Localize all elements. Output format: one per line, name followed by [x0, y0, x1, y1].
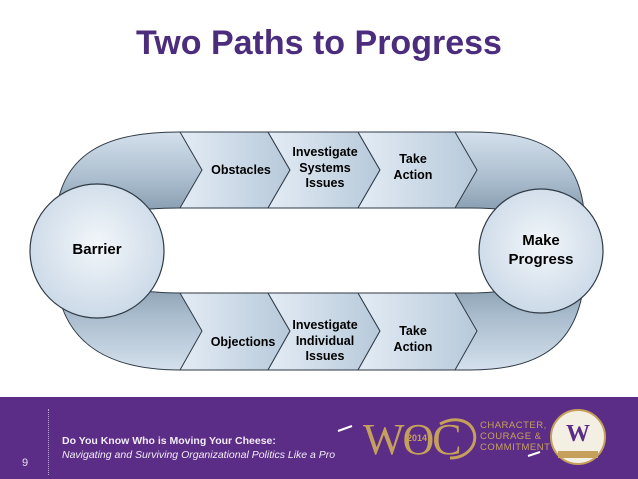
- page-number: 9: [22, 457, 29, 469]
- conference-badge-icon: W: [550, 409, 606, 465]
- process-diagram: [29, 131, 604, 371]
- bottom-chevron-take-action: [357, 292, 478, 371]
- top-chevron-take-action: [357, 131, 478, 209]
- footer-subtitle-line2: Navigating and Surviving Organizational …: [62, 449, 336, 461]
- top-step-investigate-line3: Issues: [305, 176, 345, 191]
- progress-label-line2: Progress: [508, 250, 574, 268]
- bottom-step-objections: Objections: [210, 335, 276, 349]
- top-step-take-action: Take Action: [378, 152, 448, 183]
- progress-node-shape: [478, 188, 604, 314]
- badge-ribbon: [558, 451, 598, 458]
- tagline-line2: COURAGE &: [480, 431, 542, 442]
- top-step-investigate-line2: Systems: [299, 160, 351, 175]
- bottom-step-investigate-line3: Issues: [305, 349, 345, 364]
- barrier-label: Barrier: [72, 241, 122, 258]
- top-step-investigate: Investigate Systems Issues: [283, 145, 367, 192]
- woc-logo-year: 2014: [407, 433, 428, 443]
- footer-divider: [48, 409, 49, 475]
- barrier-node-shape: [29, 183, 165, 319]
- badge-letter: W: [566, 421, 590, 447]
- top-step-obstacles: Obstacles: [211, 163, 271, 177]
- woc-logo: WOC: [363, 415, 462, 464]
- progress-label: Make Progress: [491, 232, 591, 270]
- progress-label-line1: Make: [522, 232, 560, 249]
- bottom-step-investigate: Investigate Individual Issues: [283, 318, 367, 365]
- top-step-take-action-line1: Take: [399, 152, 427, 166]
- top-step-investigate-line1: Investigate: [292, 145, 358, 159]
- tagline-line1: CHARACTER,: [480, 420, 547, 431]
- footer-bar: 9 Do You Know Who is Moving Your Cheese:…: [0, 397, 638, 479]
- bottom-step-take-action: Take Action: [378, 324, 448, 355]
- top-step-take-action-line2: Action: [393, 167, 433, 182]
- slide-title: Two Paths to Progress: [136, 24, 502, 62]
- bottom-step-take-action-line1: Take: [399, 324, 427, 338]
- bottom-step-take-action-line2: Action: [393, 339, 433, 354]
- tagline-line3: COMMITMENT: [480, 442, 551, 453]
- footer-subtitle-line1: Do You Know Who is Moving Your Cheese:: [62, 435, 276, 447]
- bottom-step-investigate-line1: Investigate: [292, 318, 358, 332]
- bottom-step-investigate-line2: Individual: [295, 333, 355, 348]
